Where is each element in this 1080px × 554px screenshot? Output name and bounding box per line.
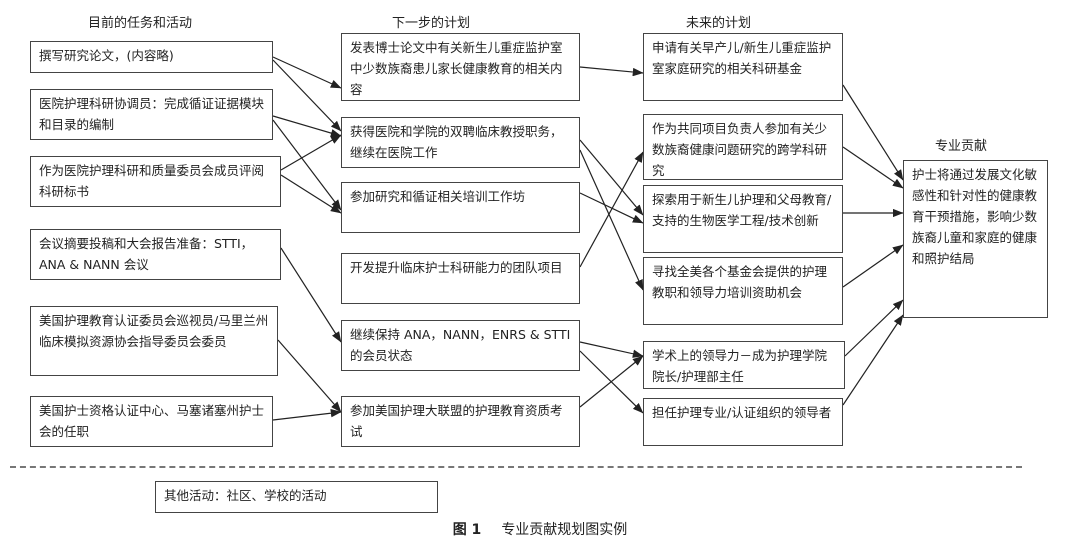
arrow [579, 355, 644, 408]
future-plan-foundation: 寻找全美各个基金会提供的护理教职和领导力培训资助机会 [643, 257, 843, 325]
arrow [280, 174, 342, 214]
next-plan-exam: 参加美国护理大联盟的护理教育资质考试 [341, 396, 580, 447]
dashed-divider [10, 466, 1022, 468]
arrow [272, 56, 342, 89]
other-activities: 其他活动：社区、学校的活动 [155, 481, 438, 513]
current-task-paper: 撰写研究论文，(内容略) [30, 41, 273, 73]
next-plan-membership: 继续保持 ANA，NANN，ENRS & STTI 的会员状态 [341, 320, 580, 371]
arrow [842, 314, 904, 406]
header-contribution: 专业贡献 [935, 139, 988, 154]
current-task-committee: 作为医院护理科研和质量委员会成员评阅科研标书 [30, 156, 281, 207]
arrow [272, 59, 342, 132]
current-task-certification: 美国护士资格认证中心、马塞诸塞州护士会的任职 [30, 396, 273, 447]
header-next: 下一步的计划 [392, 16, 471, 31]
arrow [579, 151, 644, 268]
future-plan-innovation: 探索用于新生儿护理和父母教育/支持的生物医学工程/技术创新 [643, 185, 843, 253]
future-plan-interdisciplinary: 作为共同项目负责人参加有关少数族裔健康问题研究的跨学科研究 [643, 114, 843, 180]
professional-contribution-outcome: 护士将通过发展文化敏感性和针对性的健康教育干预措施，影响少数族裔儿童和家庭的健康… [903, 160, 1048, 318]
arrow [280, 134, 342, 171]
arrow [280, 247, 342, 343]
figure-title: 专业贡献规划图实例 [501, 522, 628, 538]
arrow [842, 244, 904, 288]
arrow [272, 119, 342, 211]
future-plan-leadership: 学术上的领导力－成为护理学院院长/护理部主任 [643, 341, 845, 389]
arrow [579, 139, 644, 216]
arrow [579, 66, 644, 77]
arrow [579, 341, 644, 358]
header-current: 目前的任务和活动 [88, 16, 193, 31]
header-future: 未来的计划 [686, 16, 752, 31]
next-plan-publish: 发表博士论文中有关新生儿重症监护室中少数族裔患儿家长健康教育的相关内容 [341, 33, 580, 101]
arrow [579, 149, 644, 291]
figure-number: 图 1 [452, 522, 482, 538]
arrow [272, 115, 342, 138]
current-task-coordinator: 医院护理科研协调员：完成循证证据模块和目录的编制 [30, 89, 273, 140]
future-plan-professional-org: 担任护理专业/认证组织的领导者 [643, 398, 843, 446]
arrow [277, 339, 342, 413]
arrow [272, 409, 342, 421]
arrow [844, 299, 904, 357]
arrow [842, 84, 904, 181]
next-plan-team-project: 开发提升临床护士科研能力的团队项目 [341, 253, 580, 304]
current-task-accreditation: 美国护理教育认证委员会巡视员/马里兰州临床模拟资源协会指导委员会委员 [30, 306, 278, 376]
arrow [579, 192, 644, 224]
current-task-conference: 会议摘要投稿和大会报告准备：STTI，ANA & NANN 会议 [30, 229, 281, 280]
arrow [842, 146, 904, 189]
next-plan-joint-appointment: 获得医院和学院的双聘临床教授职务，继续在医院工作 [341, 117, 580, 168]
future-plan-funding: 申请有关早产儿/新生儿重症监护室家庭研究的相关科研基金 [643, 33, 843, 101]
figure-caption: 图 1 专业贡献规划图实例 [0, 519, 1080, 539]
next-plan-workshop: 参加研究和循证相关培训工作坊 [341, 182, 580, 233]
